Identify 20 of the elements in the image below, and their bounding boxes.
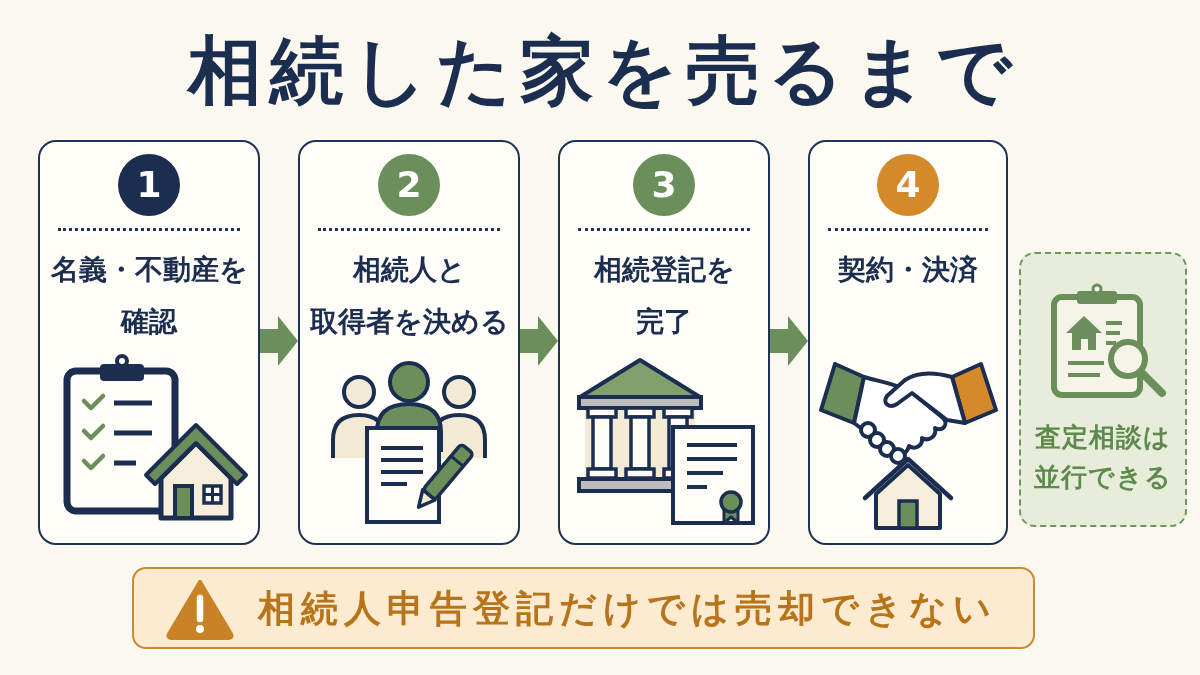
number-circle: 2 [378, 154, 440, 216]
step-title: 相続人と取得者を決める [309, 252, 509, 340]
number-circle: 4 [877, 154, 939, 216]
step-card [558, 140, 770, 545]
step-card [808, 140, 1008, 545]
step-title: 名義・不動産を確認 [50, 252, 248, 340]
step-title: 相続登記を完了 [593, 252, 735, 340]
number-circle: 1 [118, 154, 180, 216]
warning-banner [132, 567, 1035, 649]
step-title: 契約・決済 [838, 252, 978, 288]
arrow [260, 316, 298, 366]
note-box [1019, 252, 1187, 527]
number-circle: 3 [633, 154, 695, 216]
step-card [298, 140, 520, 545]
arrow [520, 316, 558, 366]
arrow [770, 316, 808, 366]
warning-text: 相続人申告登記だけでは売却できない [258, 586, 997, 632]
step-card [38, 140, 260, 545]
note-text: 査定相談は並行できる [1034, 421, 1172, 494]
title: 相続した家を売るまで [185, 26, 1020, 115]
